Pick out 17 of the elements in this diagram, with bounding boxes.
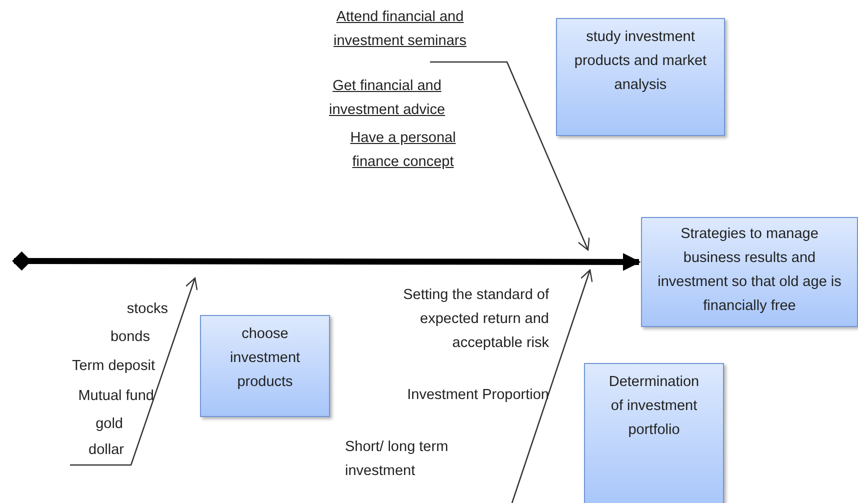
cause-label: Investment Proportion: [406, 386, 549, 405]
cause-label: gold: [94, 415, 123, 434]
category-box: choose investment products: [200, 315, 330, 417]
cause-label: Short/ long term investment: [345, 438, 450, 481]
cause-label: dollar: [88, 441, 124, 460]
cause-label: Attend financial and investment seminars: [332, 8, 468, 51]
cause-label: Setting the standard of expected return and acceptable risk: [402, 286, 549, 353]
cause-label: stocks: [126, 300, 168, 319]
cause-label: Have a personal finance concept: [349, 129, 457, 172]
cause-label: Get financial and investment advice: [328, 77, 446, 120]
cause-label: Mutual fund: [77, 387, 154, 406]
cause-label: Term deposit: [70, 357, 155, 376]
spine-arrow: [12, 251, 641, 271]
category-box: study investment products and market analysis: [556, 18, 725, 136]
category-box: Determination of investment portfolio: [584, 363, 724, 503]
effect-box: Strategies to manage business results and investment so that old age is financially free: [641, 217, 858, 327]
cause-label: bonds: [109, 328, 150, 347]
